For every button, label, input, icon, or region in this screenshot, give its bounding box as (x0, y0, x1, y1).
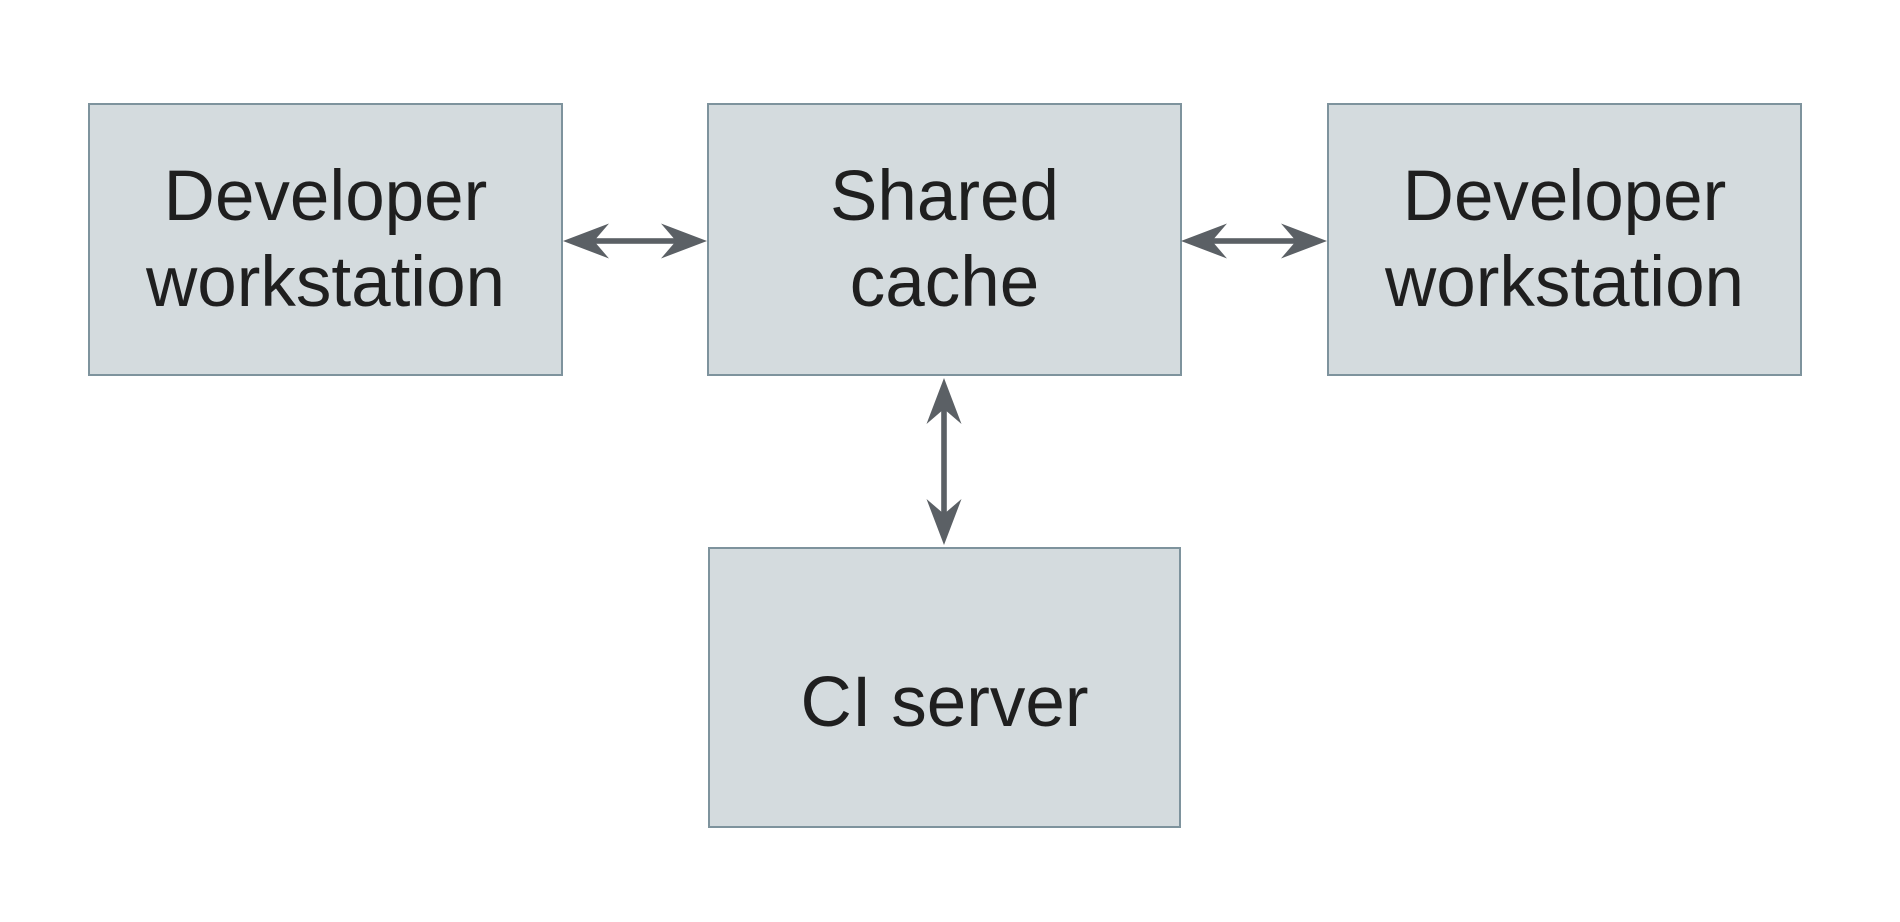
node-ci-server: CI server (708, 547, 1181, 828)
bidirectional-arrow-left-workstation-to-cache-icon (563, 223, 707, 259)
node-developer-workstation-right-label: Developer workstation (1384, 156, 1745, 322)
node-developer-workstation-left: Developer workstation (88, 103, 563, 376)
node-ci-server-label: CI server (800, 662, 1089, 742)
node-shared-cache-label: Shared cache (830, 156, 1059, 322)
bidirectional-arrow-cache-to-ci-server-icon (926, 378, 962, 545)
bidirectional-arrow-cache-to-right-workstation-icon (1181, 223, 1327, 259)
node-developer-workstation-right: Developer workstation (1327, 103, 1802, 376)
node-developer-workstation-left-label: Developer workstation (145, 156, 506, 322)
node-shared-cache: Shared cache (707, 103, 1182, 376)
